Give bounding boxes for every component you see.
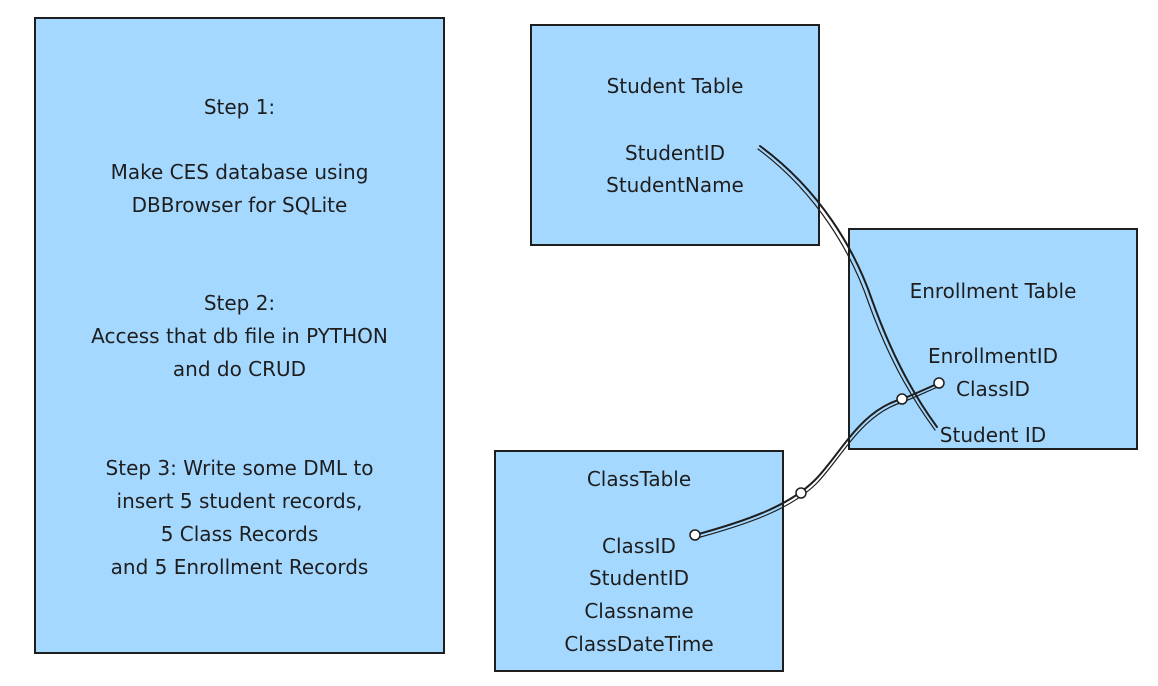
step2-line2: and do CRUD: [172, 357, 307, 381]
class-table-title: ClassTable: [586, 467, 692, 491]
enrollment-field-classid: ClassID: [956, 377, 1030, 401]
step1-line1: Make CES database using: [110, 160, 369, 184]
steps-box[interactable]: [34, 17, 445, 654]
enrollment-field-enrollmentid: EnrollmentID: [927, 344, 1059, 368]
class-field-classid: ClassID: [602, 534, 676, 558]
step2-line1: Access that db file in PYTHON: [91, 324, 388, 348]
class-enrollment-connector-sketch: [696, 385, 941, 539]
enrollment-table-title: Enrollment Table: [909, 279, 1077, 303]
step1-title: Step 1:: [203, 95, 276, 119]
enrollment-field-studentid: Student ID: [939, 423, 1047, 447]
step2-title: Step 2:: [203, 291, 276, 315]
student-field-studentname: StudentName: [606, 173, 744, 197]
class-field-studentid: StudentID: [588, 566, 690, 590]
student-table-title: Student Table: [606, 74, 744, 98]
enrollment-table-box[interactable]: [848, 228, 1138, 450]
class-field-classdatetime: ClassDateTime: [564, 632, 714, 656]
class-table-box[interactable]: [494, 450, 784, 672]
class-enrollment-connector[interactable]: [694, 382, 940, 536]
student-field-studentid: StudentID: [624, 141, 726, 165]
connector-midpoint-handle[interactable]: [896, 393, 908, 405]
student-enrollment-connector-sketch: [757, 148, 936, 431]
step3-line1: Step 3: Write some DML to: [105, 456, 374, 480]
student-enrollment-connector[interactable]: [759, 145, 938, 428]
connector-start-handle[interactable]: [689, 529, 701, 541]
step3-line3: 5 Class Records: [160, 522, 319, 546]
connector-midpoint-handle[interactable]: [795, 487, 807, 499]
connector-end-handle[interactable]: [933, 377, 945, 389]
step3-line2: insert 5 student records,: [116, 489, 363, 513]
step3-line4: and 5 Enrollment Records: [110, 555, 369, 579]
student-table-box[interactable]: [530, 24, 820, 246]
class-field-classname: Classname: [584, 599, 694, 623]
step1-line2: DBBrowser for SQLite: [131, 193, 348, 217]
